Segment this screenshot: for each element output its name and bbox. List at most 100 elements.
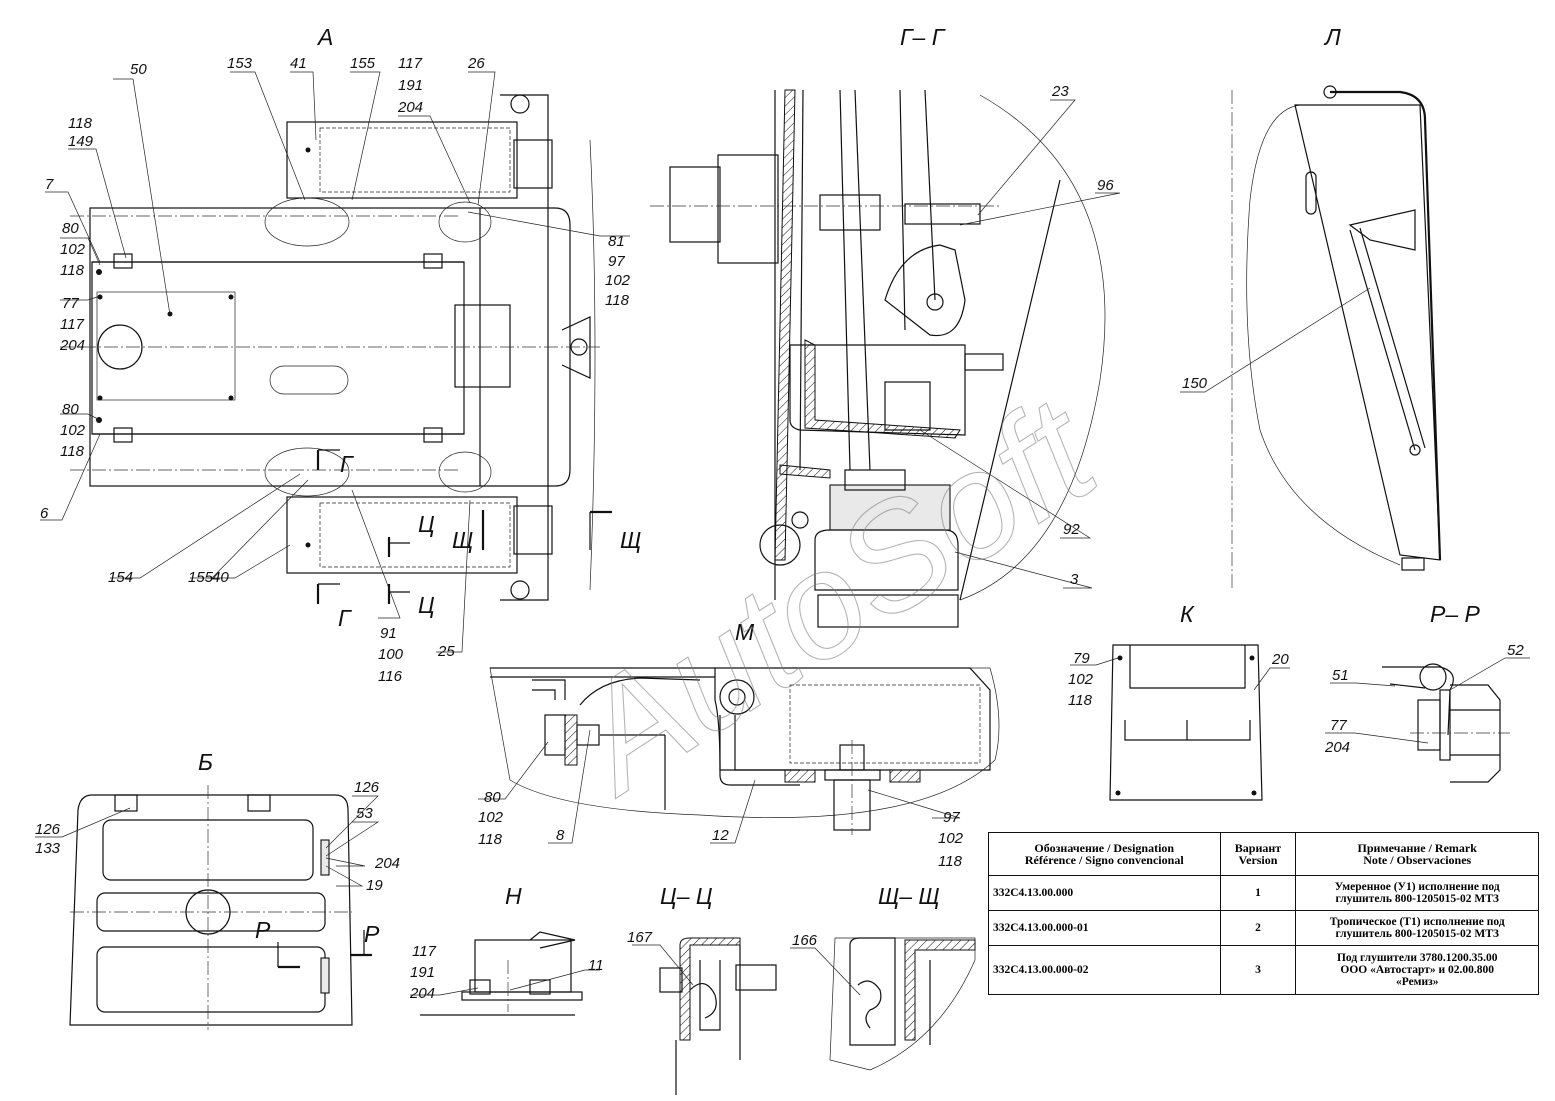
callout-12: 12 bbox=[712, 827, 729, 844]
spec-version: 2 bbox=[1219, 910, 1297, 946]
view-gg-drawing: Г– Г 23 96 92 3 bbox=[650, 24, 1121, 628]
spec-header-remark: Примечание / Remark Note / Observaciones bbox=[1295, 832, 1539, 876]
callout-102b: 102 bbox=[60, 422, 86, 439]
view-tsts-drawing: Ц– Ц 167 bbox=[627, 883, 777, 1095]
callout-19: 19 bbox=[366, 877, 383, 894]
callout-118b: 118 bbox=[60, 262, 85, 279]
callout-40: 40 bbox=[212, 569, 229, 586]
view-rr-title: Р– Р bbox=[1430, 601, 1481, 627]
view-b-title: Б bbox=[198, 749, 213, 775]
callout-155b: 155 bbox=[188, 569, 214, 586]
view-b-drawing: Б Р Р 126 133 126 53 204 19 bbox=[35, 749, 400, 1030]
callout-23: 23 bbox=[1051, 83, 1069, 100]
callout-154: 154 bbox=[108, 569, 133, 586]
view-m-drawing: М 80 102 118 8 12 97 102 118 bbox=[478, 619, 1000, 870]
callout-155a: 155 bbox=[350, 55, 376, 72]
callout-102c: 102 bbox=[605, 272, 631, 289]
callout-118a: 118 bbox=[68, 115, 93, 132]
callout-41: 41 bbox=[290, 55, 307, 72]
callout-117b: 117 bbox=[60, 316, 85, 333]
spec-remark-line: глушитель 800-1205015-02 МТЗ bbox=[1335, 928, 1499, 940]
callout-52: 52 bbox=[1507, 642, 1524, 659]
callout-80b: 80 bbox=[62, 401, 79, 418]
watermark: AutoSoft bbox=[541, 364, 1126, 826]
callout-91: 91 bbox=[380, 625, 397, 642]
callout-204a: 204 bbox=[397, 99, 423, 116]
callout-11: 11 bbox=[588, 957, 604, 974]
callout-100: 100 bbox=[378, 646, 404, 663]
spec-table: Обозначение / Designation Référence / Si… bbox=[988, 832, 1539, 995]
callout-149: 149 bbox=[68, 133, 94, 150]
section-mark-g-upper: Г bbox=[340, 451, 354, 477]
spec-version: 3 bbox=[1219, 945, 1297, 995]
callout-102e: 102 bbox=[938, 830, 964, 847]
callout-118d: 118 bbox=[605, 292, 630, 309]
callout-77a: 77 bbox=[62, 295, 79, 312]
section-mark-shch-left: Щ bbox=[452, 527, 473, 553]
callout-50: 50 bbox=[130, 61, 147, 78]
spec-designation: 332С4.13.00.000-01 bbox=[988, 910, 1221, 946]
spec-designation: 332С4.13.00.000-02 bbox=[988, 945, 1221, 995]
spec-designation: 332С4.13.00.000 bbox=[988, 875, 1221, 911]
section-mark-ts-lower: Ц bbox=[418, 592, 435, 618]
spec-remark-line: Тропическое (Т1) исполнение под bbox=[1329, 916, 1505, 928]
callout-102a: 102 bbox=[60, 241, 86, 258]
callout-153: 153 bbox=[227, 55, 253, 72]
callout-117a: 117 bbox=[398, 55, 423, 72]
callout-7: 7 bbox=[45, 176, 54, 193]
callout-133: 133 bbox=[35, 840, 61, 857]
spec-remark-line: Умеренное (У1) исполнение под bbox=[1334, 881, 1500, 893]
callout-20: 20 bbox=[1271, 651, 1289, 668]
callout-81: 81 bbox=[608, 233, 625, 250]
view-gg-title: Г– Г bbox=[900, 24, 946, 50]
spec-remark-line: глушитель 800-1205015-02 МТЗ bbox=[1335, 893, 1499, 905]
callout-150: 150 bbox=[1182, 375, 1208, 392]
view-k-title: К bbox=[1180, 601, 1195, 627]
callout-80c: 80 bbox=[484, 789, 501, 806]
callout-167: 167 bbox=[627, 929, 653, 946]
callout-79: 79 bbox=[1073, 650, 1090, 667]
callout-116: 116 bbox=[378, 668, 403, 685]
view-m-title: М bbox=[735, 619, 755, 645]
callout-118c: 118 bbox=[60, 443, 85, 460]
callout-96: 96 bbox=[1097, 177, 1114, 194]
section-mark-ts-upper: Ц bbox=[418, 511, 435, 537]
callout-102d: 102 bbox=[478, 809, 504, 826]
spec-table-header-row: Обозначение / Designation Référence / Si… bbox=[988, 832, 1539, 876]
spec-header-version-line1: Вариант bbox=[1234, 841, 1282, 855]
spec-header-designation: Обозначение / Designation Référence / Si… bbox=[988, 832, 1221, 876]
callout-166: 166 bbox=[792, 932, 818, 949]
table-row: 332С4.13.00.000 1 Умеренное (У1) исполне… bbox=[988, 875, 1539, 911]
callout-25: 25 bbox=[437, 643, 455, 660]
section-mark-g-lower: Г bbox=[338, 605, 352, 631]
table-row: 332С4.13.00.000-02 3 Под глушители 3780.… bbox=[988, 945, 1539, 995]
callout-26: 26 bbox=[467, 55, 485, 72]
callout-204c: 204 bbox=[374, 855, 400, 872]
spec-header-designation-line2: Référence / Signo convencional bbox=[1024, 853, 1184, 867]
spec-remark: Под глушители 3780.1200.35.00 ООО «Автос… bbox=[1295, 945, 1539, 995]
callout-118e: 118 bbox=[478, 831, 503, 848]
callout-77b: 77 bbox=[1330, 717, 1347, 734]
callout-204b: 204 bbox=[59, 337, 85, 354]
view-shchshch-drawing: Щ– Щ 166 bbox=[790, 883, 976, 1071]
spec-header-version-line2: Version bbox=[1238, 853, 1278, 867]
callout-191b: 191 bbox=[410, 964, 435, 981]
callout-97a: 97 bbox=[608, 253, 625, 270]
table-row: 332С4.13.00.000-01 2 Тропическое (Т1) ис… bbox=[988, 910, 1539, 946]
spec-header-remark-line1: Примечание / Remark bbox=[1357, 841, 1477, 855]
view-a-drawing: А bbox=[40, 24, 641, 685]
callout-51: 51 bbox=[1332, 667, 1349, 684]
callout-117c: 117 bbox=[412, 943, 437, 960]
callout-118f: 118 bbox=[938, 853, 963, 870]
spec-version: 1 bbox=[1219, 875, 1297, 911]
callout-97b: 97 bbox=[943, 809, 960, 826]
view-l-title: Л bbox=[1323, 24, 1341, 50]
callout-126b: 126 bbox=[354, 779, 380, 796]
spec-remark-line: Под глушители 3780.1200.35.00 bbox=[1336, 952, 1498, 964]
spec-header-remark-line2: Note / Observaciones bbox=[1363, 853, 1472, 867]
view-l-drawing: Л 150 bbox=[1180, 24, 1442, 590]
spec-header-version: Вариант Version bbox=[1219, 832, 1297, 876]
callout-118g: 118 bbox=[1068, 692, 1093, 709]
spec-remark: Умеренное (У1) исполнение под глушитель … bbox=[1295, 875, 1539, 911]
